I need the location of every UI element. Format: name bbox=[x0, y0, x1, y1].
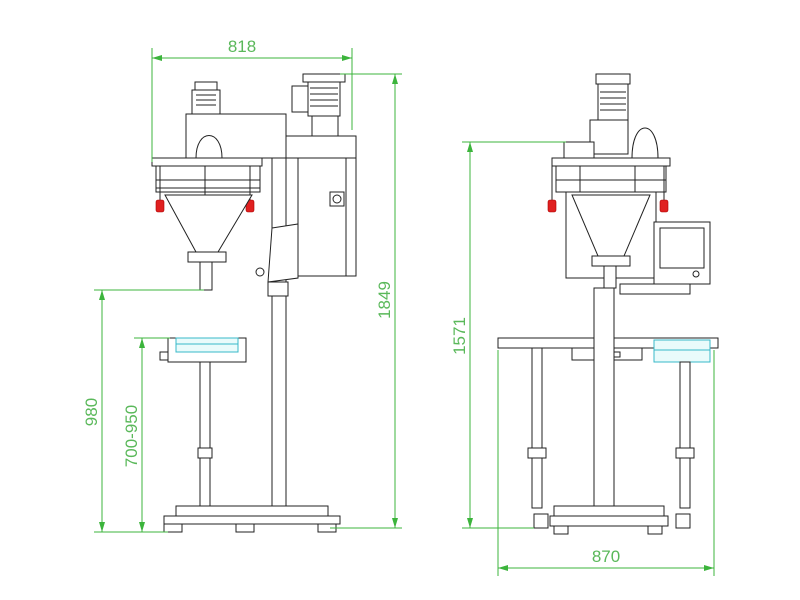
dim-label-700-950: 700-950 bbox=[122, 405, 141, 467]
side-auger-cover bbox=[631, 127, 659, 159]
side-feet bbox=[533, 513, 691, 535]
front-platform-post bbox=[199, 361, 211, 509]
dimension-height-front-total: 1849 bbox=[330, 73, 402, 529]
side-view bbox=[497, 73, 719, 535]
side-leg-right bbox=[679, 361, 691, 509]
front-hopper-cone bbox=[164, 194, 253, 253]
front-column bbox=[271, 157, 287, 509]
dimension-height-side: 1571 bbox=[450, 141, 566, 529]
front-hopper-rim bbox=[151, 157, 263, 167]
dim-label-1849: 1849 bbox=[375, 281, 394, 319]
dimension-width-side: 870 bbox=[497, 350, 715, 576]
dim-label-870: 870 bbox=[592, 547, 620, 566]
front-main-motor bbox=[291, 73, 346, 137]
side-tray bbox=[653, 339, 711, 363]
front-view bbox=[151, 73, 357, 533]
side-outlet-tube bbox=[603, 265, 617, 289]
side-base bbox=[553, 505, 665, 517]
dimension-width-front: 818 bbox=[151, 37, 353, 162]
front-feet bbox=[163, 523, 337, 533]
dimension-height-front-980: 980 bbox=[82, 289, 204, 533]
front-base bbox=[175, 505, 329, 517]
front-outlet-tube bbox=[199, 261, 213, 291]
side-motor bbox=[589, 73, 631, 155]
dim-label-980: 980 bbox=[82, 398, 101, 426]
dim-label-1571: 1571 bbox=[450, 317, 469, 355]
front-lift-block bbox=[267, 223, 299, 283]
side-leg-left bbox=[531, 347, 543, 509]
dim-label-818: 818 bbox=[228, 37, 256, 56]
front-small-motor bbox=[191, 81, 221, 115]
side-hopper-rim bbox=[551, 157, 671, 167]
side-column bbox=[593, 287, 615, 509]
front-auger-cover bbox=[195, 135, 223, 159]
dimension-height-front-adjust: 700-950 bbox=[122, 337, 170, 532]
